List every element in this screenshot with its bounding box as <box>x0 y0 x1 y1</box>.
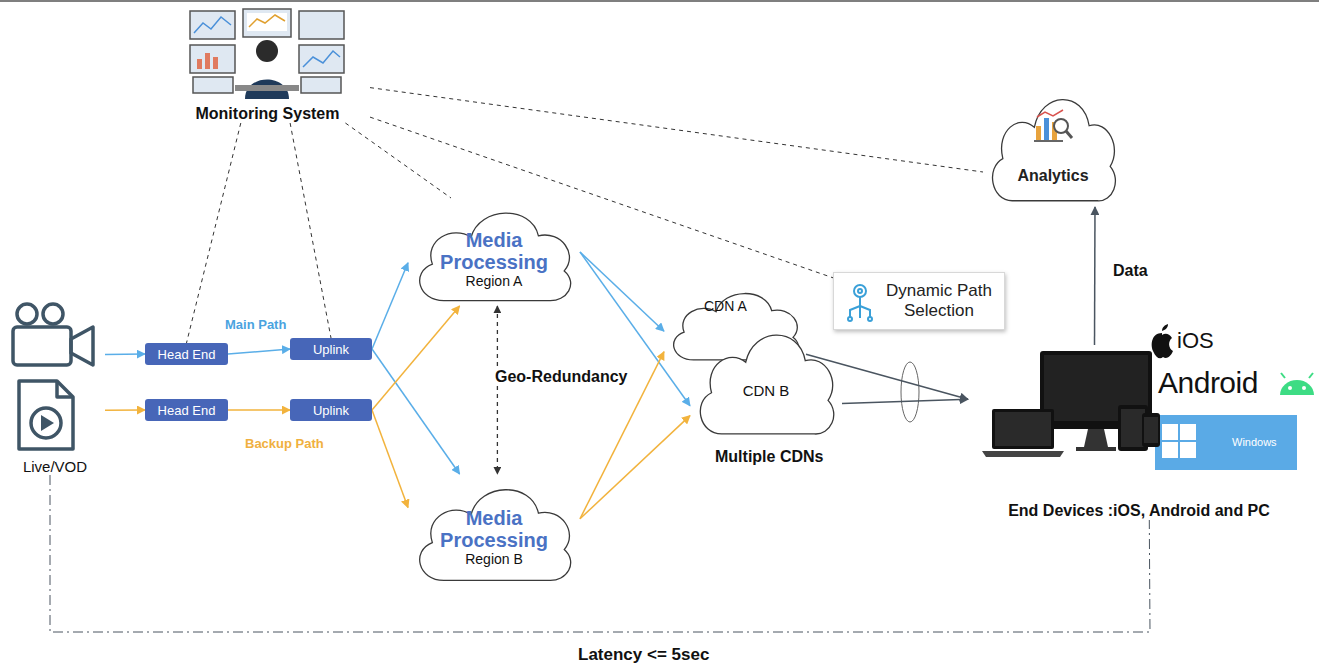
analytics-cloud: Analytics <box>983 82 1123 207</box>
node-text: Region A <box>466 273 523 289</box>
windows-tile <box>1155 415 1297 470</box>
top-rule <box>0 0 1319 2</box>
text-stack: Head End <box>145 399 228 421</box>
process-box: Uplink <box>290 399 372 421</box>
cdn-cloud: CDN B <box>690 318 842 440</box>
connector <box>187 123 241 343</box>
cloud-outline <box>983 82 1123 207</box>
text-stack: Dynamic Path Selection <box>834 273 1004 329</box>
node-text: Monitoring System <box>195 105 339 123</box>
text-stack: Head End <box>145 343 228 365</box>
bundle-ellipse <box>901 362 919 422</box>
node-text: Dynamic Path Selection <box>879 281 999 320</box>
process-box: Uplink <box>290 338 372 360</box>
node-text: CDN A <box>704 298 747 314</box>
live-vod-icon <box>5 301 105 453</box>
text-stack: Uplink <box>290 338 372 360</box>
node-text: Uplink <box>313 403 349 418</box>
node-text: Head End <box>158 347 216 362</box>
platform-label: iOS <box>1177 328 1214 354</box>
node-text: Media Processing <box>432 229 557 273</box>
edge-label: Data <box>1110 262 1151 280</box>
processing-cloud: Media ProcessingRegion A <box>408 198 580 306</box>
node-text: Live/VOD <box>23 458 87 475</box>
text-stack: Live/VOD <box>5 295 105 475</box>
connector <box>580 252 664 331</box>
node-text: Uplink <box>313 342 349 357</box>
connector <box>842 399 968 403</box>
text-stack: Media ProcessingRegion B <box>408 474 580 586</box>
connector <box>1094 207 1096 345</box>
connector <box>228 349 290 354</box>
platform-label: Windows <box>1232 436 1277 448</box>
text-stack: Media ProcessingRegion A <box>408 198 580 306</box>
cloud-outline <box>690 318 842 440</box>
monitoring-icon <box>185 7 350 99</box>
text-stack: Monitoring System <box>165 5 370 123</box>
connector <box>105 409 145 411</box>
platform-label: Android <box>1158 366 1258 400</box>
text-stack: CDN B <box>690 318 842 440</box>
node-text: Head End <box>158 403 216 418</box>
process-box: Head End <box>145 399 228 421</box>
android-robot <box>1280 373 1314 395</box>
node-text: Analytics <box>1017 167 1088 185</box>
source-node: Live/VOD <box>5 295 105 475</box>
connector <box>372 410 408 508</box>
text-stack: End Devices :iOS, Android and PC <box>968 345 1310 520</box>
devices-node: End Devices :iOS, Android and PC <box>968 345 1310 520</box>
connector <box>345 123 451 198</box>
connector <box>372 263 408 349</box>
group-label: Multiple CDNs <box>715 448 823 466</box>
edge-label: Geo-Redundancy <box>492 368 630 386</box>
apple-logo <box>1152 324 1173 358</box>
path-selection-icon <box>842 282 878 322</box>
path-selection-box: Dynamic Path Selection <box>833 272 1005 330</box>
connector <box>50 475 1150 632</box>
analytics-icon <box>1033 108 1075 144</box>
connector <box>372 306 460 410</box>
connector <box>372 349 460 474</box>
edge-label: Latency <= 5sec <box>575 645 712 665</box>
processing-cloud: Media ProcessingRegion B <box>408 474 580 586</box>
process-box: Head End <box>145 343 228 365</box>
node-text: End Devices :iOS, Android and PC <box>1008 502 1270 520</box>
connector <box>497 306 498 474</box>
connector <box>228 409 290 411</box>
connector <box>370 88 983 172</box>
text-stack: Uplink <box>290 399 372 421</box>
connector <box>580 416 690 519</box>
node-text: Region B <box>465 551 523 567</box>
text-stack: Analytics <box>983 82 1123 207</box>
connector <box>105 353 145 355</box>
node-text: CDN B <box>743 382 790 399</box>
node-text: Media Processing <box>432 507 557 551</box>
connector <box>290 123 331 338</box>
path-label: Main Path <box>225 317 286 332</box>
devices-icon <box>978 347 1168 472</box>
monitoring-node: Monitoring System <box>165 5 370 123</box>
path-label: Backup Path <box>245 436 324 451</box>
